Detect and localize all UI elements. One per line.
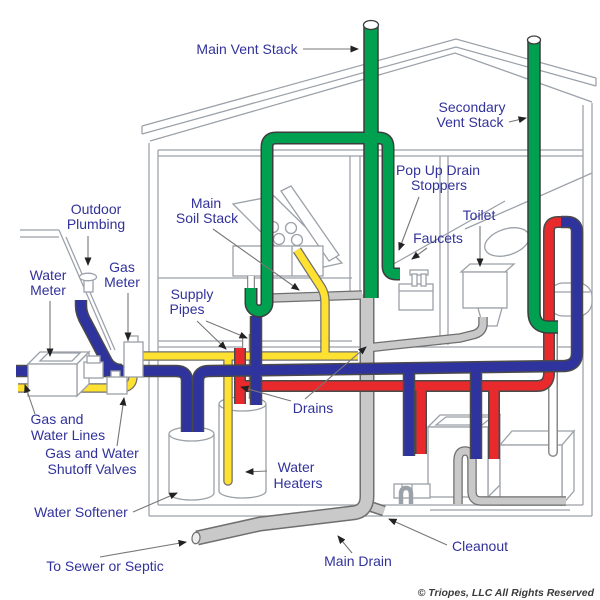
outdoor-spigot-flange: [78, 272, 98, 282]
range-hood-bar: [280, 185, 340, 262]
toilet-tank-lid: [459, 263, 516, 273]
labels: Main Vent Stack Secondary Vent Stack Pop…: [30, 41, 595, 599]
pipe-chase-wall: [349, 156, 361, 296]
label-main-soil-stack-2: Soil Stack: [176, 210, 239, 226]
leader-drains-2: [240, 385, 292, 402]
toilet-lid: [484, 227, 530, 257]
water-softener-tank: [168, 434, 215, 501]
leader-shutoff-valves: [116, 397, 127, 447]
secondary-vent-stack-pipe: [528, 41, 558, 333]
left-wall: [148, 143, 159, 516]
label-gas-meter-2: Meter: [104, 274, 140, 290]
water-shutoff-fitting: [83, 361, 104, 379]
label-faucets: Faucets: [413, 230, 463, 246]
leader-water-softener: [132, 492, 178, 513]
label-supply-pipes-2: Pipes: [169, 301, 204, 317]
interior-partition: [439, 156, 449, 345]
label-water-heaters-1: Water: [278, 459, 315, 475]
label-shutoff-valves-2: Shutoff Valves: [48, 461, 137, 477]
label-outdoor-plumbing-2: Plumbing: [67, 216, 125, 232]
stove-burner: [290, 233, 304, 247]
label-gas-water-lines-2: Water Lines: [31, 427, 105, 443]
label-water-heaters-2: Heaters: [273, 475, 322, 491]
leader-popup-stoppers: [398, 196, 420, 251]
gas-stove-riser: [294, 248, 329, 356]
label-water-meter-2: Meter: [30, 282, 66, 298]
label-toilet: Toilet: [463, 207, 496, 223]
leader-lines: [24, 45, 527, 558]
faucet-stub: [411, 273, 418, 287]
leader-supply-pipes-1: [205, 320, 248, 339]
label-main-drain: Main Drain: [324, 553, 392, 569]
copyright-text: © Triopes, LLC All Rights Reserved: [418, 587, 595, 599]
washer-top: [498, 430, 576, 446]
floor-drain-loop: [398, 485, 414, 504]
bathtub: [548, 282, 593, 317]
label-secondary-vent-1: Secondary: [439, 99, 506, 115]
label-water-softener: Water Softener: [34, 504, 128, 520]
label-cleanout: Cleanout: [452, 538, 508, 554]
stove-burner: [284, 221, 298, 235]
label-supply-pipes-1: Supply: [171, 286, 214, 302]
label-water-meter-1: Water: [30, 267, 67, 283]
water-meter-dial: [38, 352, 82, 362]
leader-main-drain: [337, 535, 353, 554]
bathroom-sink: [398, 283, 434, 311]
house-structure: [20, 38, 597, 517]
faucet-stub: [420, 273, 427, 287]
leader-to-sewer: [99, 539, 187, 558]
stove-burner: [272, 232, 286, 246]
leader-main-soil-stack: [212, 228, 300, 291]
label-secondary-vent-2: Vent Stack: [437, 114, 505, 130]
label-popup-2: Stoppers: [411, 177, 467, 193]
leader-drains-1: [304, 346, 367, 400]
leader-water-heaters: [245, 468, 268, 476]
soil-stack-and-branch-vents: [246, 133, 401, 316]
kitchen-fixtures: [231, 185, 344, 277]
vent-pipes: [244, 19, 558, 334]
leader-supply-pipes-2: [196, 320, 227, 350]
label-to-sewer: To Sewer or Septic: [46, 558, 164, 574]
label-outdoor-plumbing-1: Outdoor: [71, 201, 122, 217]
label-popup-1: Pop Up Drain: [396, 162, 480, 178]
label-drains: Drains: [293, 400, 333, 416]
label-gas-meter-1: Gas: [109, 259, 135, 275]
leader-faucets: [411, 247, 428, 260]
leader-secondary-vent: [508, 116, 527, 124]
gable-line: [149, 52, 593, 142]
main-vent-cap: [362, 19, 380, 31]
label-gas-water-lines-1: Gas and: [31, 411, 84, 427]
water-shutoff-cap: [86, 355, 101, 364]
label-shutoff-valves-1: Gas and Water: [45, 445, 139, 461]
label-main-vent-stack: Main Vent Stack: [196, 41, 298, 57]
faucet-bar: [409, 269, 429, 276]
water-meter-body: [27, 363, 78, 397]
washer-side: [561, 429, 575, 507]
meters-and-valves: [26, 272, 144, 398]
leader-gas-water-lines: [24, 384, 36, 415]
roof-outline: [141, 38, 597, 135]
sewer-pipe-opening: [191, 531, 201, 545]
main-soil-stack-and-main-drain: [195, 294, 373, 544]
outdoor-ground-lines: [20, 229, 116, 351]
label-main-soil-stack-1: Main: [191, 195, 221, 211]
secondary-vent-cap: [526, 35, 542, 45]
bathroom-fixtures: [398, 227, 593, 327]
gas-shutoff-valve: [106, 376, 128, 395]
leader-cleanout: [388, 518, 448, 546]
gas-meter-body: [123, 341, 144, 378]
toilet-tank: [462, 271, 508, 309]
